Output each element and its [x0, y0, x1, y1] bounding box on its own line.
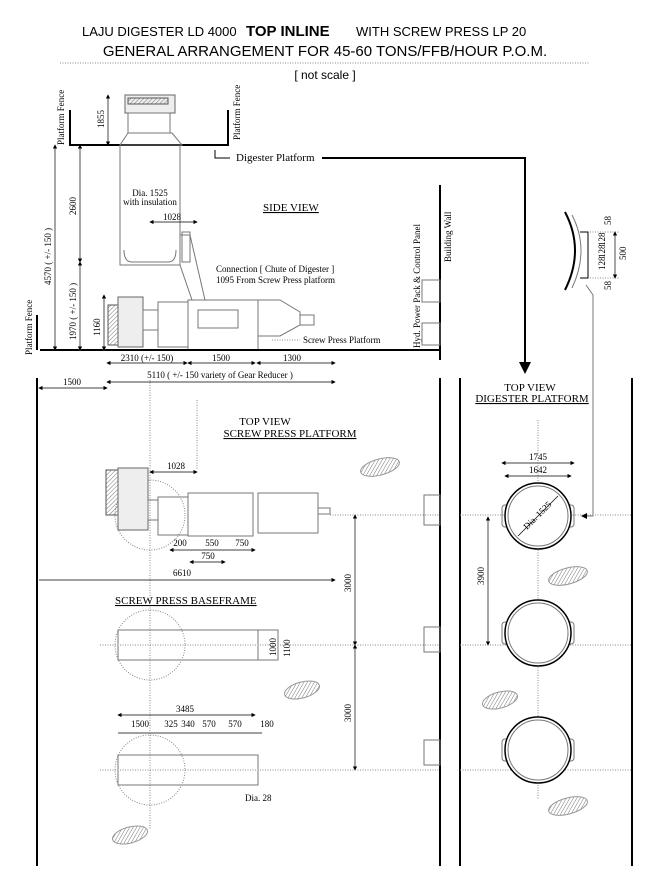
connection-label-1: Connection [ Chute of Digester ]	[216, 264, 334, 274]
baseframe-label: SCREW PRESS BASEFRAME	[115, 595, 257, 607]
title-prefix: LAJU DIGESTER LD 4000	[82, 24, 237, 39]
top-view-digester-label: TOP VIEW	[504, 382, 556, 394]
platform-fence-label: Platform Fence	[56, 90, 66, 145]
ground-markers	[111, 457, 588, 845]
side-view: Platform Fence Platform Fence Dia. 1525 …	[24, 85, 531, 391]
dim-58b: 58	[603, 281, 613, 291]
dim-570b: 570	[228, 719, 242, 729]
dia-28: Dia. 28	[245, 793, 272, 803]
dim-5110: 5110 ( +/- 150 variety of Gear Reducer )	[147, 370, 293, 380]
chute	[179, 234, 206, 301]
dim-500: 500	[618, 246, 628, 260]
dim-3000a: 3000	[343, 574, 353, 593]
dim-1855: 1855	[96, 110, 106, 129]
digester-circle-2	[501, 599, 575, 667]
title-line2: GENERAL ARRANGEMENT FOR 45-60 TONS/FFB/H…	[103, 43, 547, 60]
gear-reducer	[107, 304, 119, 346]
dim-750a: 750	[235, 538, 249, 548]
title-suffix: WITH SCREW PRESS LP 20	[356, 24, 526, 39]
dim-128c: 128	[597, 256, 607, 270]
dim-1300: 1300	[283, 353, 302, 363]
scale-note: [ not scale ]	[294, 68, 355, 82]
screw-press-baseframe: SCREW PRESS BASEFRAME 1000 1100 3485 150…	[100, 595, 632, 806]
dim-1160: 1160	[92, 318, 102, 336]
top-view-screw-press: TOP VIEW SCREW PRESS PLATFORM 1028 200 5…	[39, 416, 632, 771]
dim-4570: 4570 ( +/- 150 )	[43, 228, 53, 285]
digester-circle-1: Dia. 1525	[501, 482, 575, 550]
dim-3900: 3900	[476, 567, 486, 586]
dim-1500: 1500	[212, 353, 231, 363]
dim-325: 325	[164, 719, 178, 729]
dim-1642: 1642	[529, 465, 547, 475]
top-view-digester: TOP VIEW DIGESTER PLATFORM 1745 1642 Dia…	[475, 284, 594, 800]
digester-platform-fence	[69, 110, 229, 146]
title-block: LAJU DIGESTER LD 4000 TOP INLINE WITH SC…	[60, 23, 590, 82]
connection-label-2: 1095 From Screw Press platform	[216, 275, 335, 285]
dim-570a: 570	[202, 719, 216, 729]
dim-1970: 1970 ( +/- 150 )	[68, 283, 78, 340]
dim-1500-left: 1500	[63, 377, 82, 387]
dim-1745: 1745	[529, 452, 548, 462]
dim-1028-top: 1028	[167, 461, 186, 471]
side-view-label: SIDE VIEW	[263, 202, 319, 214]
building-wall-label: Building Wall	[443, 211, 453, 262]
screw-press-platform-label: Screw Press Platform	[303, 335, 381, 345]
dim-180: 180	[260, 719, 274, 729]
dim-1000: 1000	[268, 638, 278, 657]
digester-platform-leader	[322, 157, 531, 374]
dim-200: 200	[173, 538, 187, 548]
digester-circle-3	[501, 716, 575, 784]
dia-label: Dia. 1525	[132, 188, 168, 198]
dim-550: 550	[205, 538, 219, 548]
digester-platform-label: Digester Platform	[236, 152, 315, 164]
insulation-label: with insulation	[123, 197, 177, 207]
dim-3000b: 3000	[343, 704, 353, 723]
dim-58a: 58	[603, 216, 613, 226]
platform-fence-label-right: Platform Fence	[232, 85, 242, 140]
dim-340: 340	[181, 719, 195, 729]
dim-1028-side: 1028	[163, 212, 182, 222]
dim-2310: 2310 (+/- 150)	[121, 353, 174, 363]
screw-press-feed	[157, 301, 189, 348]
boundary-lines	[36, 378, 633, 866]
gear-reducer-top	[117, 467, 149, 531]
dim-128b: 128	[597, 244, 607, 258]
dim-750b: 750	[201, 551, 215, 561]
top-view-label: TOP VIEW	[239, 416, 291, 428]
dim-6610: 6610	[173, 568, 192, 578]
platform-fence-label-lower: Platform Fence	[24, 300, 34, 355]
digester-body	[119, 144, 181, 266]
dim-1100: 1100	[282, 639, 292, 657]
dim-3485: 3485	[176, 704, 195, 714]
dim-1500-bf: 1500	[131, 719, 150, 729]
title-bold: TOP INLINE	[246, 23, 330, 40]
hyd-panel-label: Hyd. Power Pack & Control Panel	[412, 224, 422, 348]
press-body-top	[187, 492, 254, 537]
bracket-detail: 58 128 128 128 58 500	[564, 211, 628, 291]
dim-128a: 128	[597, 232, 607, 246]
digester-platform-title: DIGESTER PLATFORM	[475, 393, 589, 405]
screw-press-platform-title: SCREW PRESS PLATFORM	[223, 428, 356, 440]
dim-2600: 2600	[68, 197, 78, 216]
hyd-panel-boxes	[423, 494, 441, 766]
